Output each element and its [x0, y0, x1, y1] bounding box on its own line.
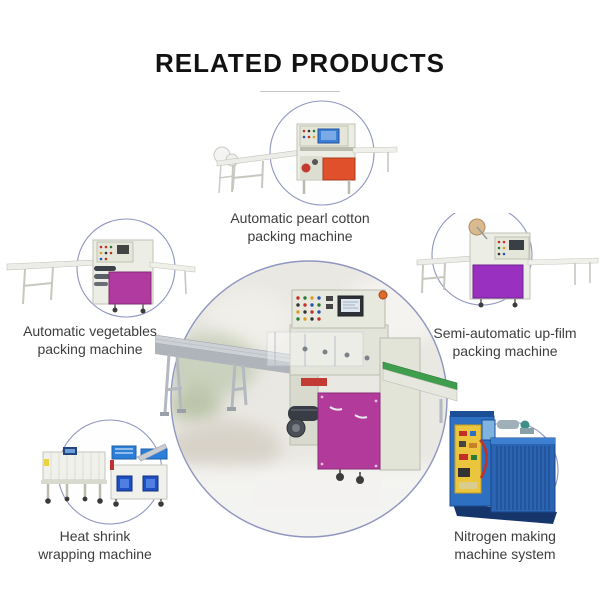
machine-illustration — [213, 123, 398, 194]
machine-illustration — [6, 239, 196, 314]
featured-machine-illustration — [155, 289, 458, 484]
product-card-up-film[interactable]: Semi-automatic up-film packing machine — [415, 213, 600, 361]
heat-shrink-machine-image[interactable] — [15, 413, 195, 525]
machine-illustration — [416, 218, 599, 308]
product-caption-nitrogen[interactable]: Nitrogen making machine system — [454, 528, 556, 562]
emergency-lamp — [378, 290, 388, 300]
product-card-vegetables[interactable]: Automatic vegetables packing machine — [5, 218, 200, 359]
featured-machine-image[interactable] — [155, 250, 465, 560]
machine-illustration — [41, 443, 168, 507]
pearl-cotton-machine-image[interactable] — [205, 98, 425, 210]
product-card-heat-shrink[interactable]: Heat shrink wrapping machine — [15, 413, 195, 564]
product-card-pearl-cotton[interactable]: Automatic pearl cotton packing machine — [205, 98, 425, 246]
product-caption-up-film[interactable]: Semi-automatic up-film packing machine — [433, 325, 577, 359]
featured-product-card[interactable] — [155, 250, 465, 560]
product-caption-pearl-cotton[interactable]: Automatic pearl cotton packing machine — [230, 210, 370, 244]
section-title: RELATED PRODUCTS — [155, 48, 445, 78]
up-film-machine-image[interactable] — [415, 213, 600, 318]
vegetables-machine-image[interactable] — [5, 218, 200, 318]
product-card-nitrogen[interactable]: Nitrogen making machine system — [425, 398, 600, 564]
title-underline — [260, 91, 340, 92]
product-caption-heat-shrink[interactable]: Heat shrink wrapping machine — [38, 528, 152, 562]
machine-illustration — [449, 411, 557, 524]
nitrogen-machine-image[interactable] — [425, 398, 600, 526]
product-caption-vegetables[interactable]: Automatic vegetables packing machine — [23, 323, 157, 357]
